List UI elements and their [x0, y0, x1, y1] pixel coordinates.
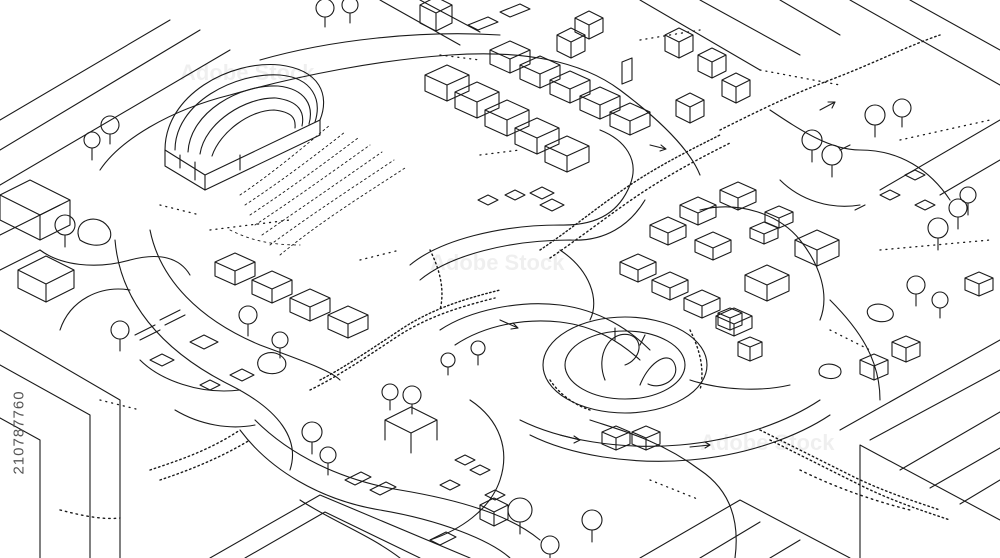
- crates-plaza: [0, 0, 751, 303]
- sculpture-roundabout: [542, 316, 708, 414]
- concert-shell: [164, 63, 325, 191]
- watermark-logo: Adobe Stock: [700, 430, 835, 455]
- people-scatter: [99, 29, 991, 501]
- watermark-logo: Adobe Stock: [180, 60, 315, 85]
- stock-id-watermark: 210787760: [6, 312, 32, 552]
- trees: [54, 0, 977, 558]
- playground: [77, 144, 936, 546]
- market-stalls: [214, 40, 994, 451]
- crowds: [59, 34, 951, 521]
- path-arrows: [499, 101, 836, 449]
- watermark-logo: Adobe Stock: [430, 250, 565, 275]
- concert-audience: [229, 124, 406, 256]
- stock-id-text: 210787760: [10, 389, 28, 475]
